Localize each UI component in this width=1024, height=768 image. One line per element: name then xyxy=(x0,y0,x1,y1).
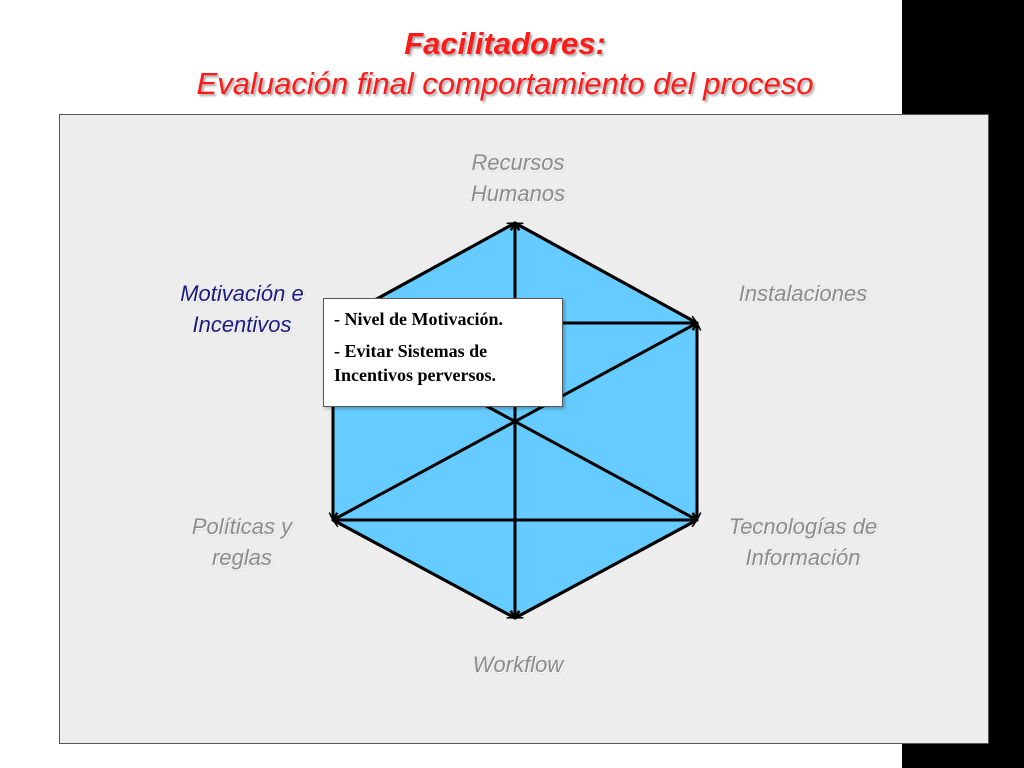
slide-title: Facilitadores: Evaluación final comporta… xyxy=(100,24,910,104)
title-line-1: Facilitadores: xyxy=(404,26,606,61)
title-line-2: Evaluación final comportamiento del proc… xyxy=(196,66,814,101)
node-label-line: Información xyxy=(745,545,861,570)
node-label-tecnologias: Tecnologías de Información xyxy=(703,511,903,573)
node-label-line: Motivación e xyxy=(180,281,304,306)
edge-bottom-bottomleft xyxy=(333,518,515,620)
node-label-line: Incentivos xyxy=(192,312,292,337)
node-label-line: Instalaciones xyxy=(738,281,868,306)
node-label-instalaciones: Instalaciones xyxy=(703,278,903,309)
node-label-motivacion: Motivación e Incentivos xyxy=(142,278,342,340)
diagram-panel xyxy=(59,114,989,744)
callout-item: - Nivel de Motivación. xyxy=(334,309,503,329)
node-label-politicas: Políticas y reglas xyxy=(142,511,342,573)
edge-top-topright xyxy=(515,221,697,325)
node-label-line: Tecnologías de xyxy=(728,514,878,539)
motivation-callout-box: - Nivel de Motivación. - Evitar Sistemas… xyxy=(323,298,563,407)
node-label-line: Workflow xyxy=(472,652,564,677)
node-label-line: Políticas y xyxy=(191,514,293,539)
node-label-line: Humanos xyxy=(470,181,566,206)
node-label-line: reglas xyxy=(212,545,272,570)
node-label-line: Recursos xyxy=(471,150,565,175)
node-label-recursos-humanos: Recursos Humanos xyxy=(418,147,618,209)
edge-bottomright-bottom xyxy=(515,518,697,620)
node-label-workflow: Workflow xyxy=(418,649,618,680)
callout-item: - Evitar Sistemas de Incentivos perverso… xyxy=(334,341,496,385)
